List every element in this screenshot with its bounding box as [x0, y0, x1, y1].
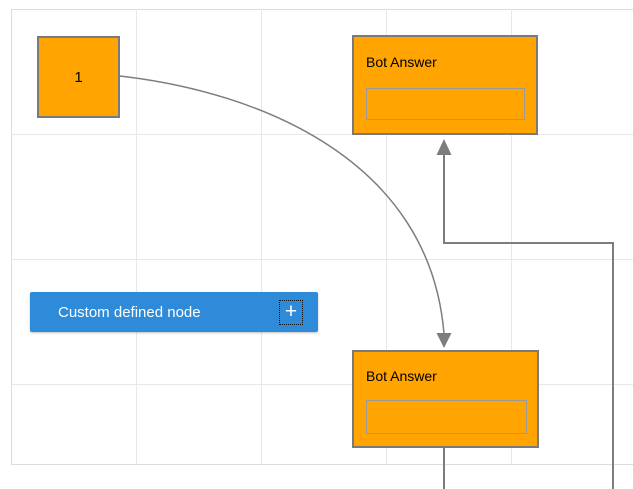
plus-glyph: +: [284, 299, 298, 323]
arrow-down-icon: [436, 333, 452, 348]
bot-answer-title: Bot Answer: [366, 368, 437, 384]
bot-answer-title: Bot Answer: [366, 54, 437, 70]
curve-connector[interactable]: [119, 75, 445, 335]
start-node[interactable]: 1: [37, 36, 120, 118]
bot-answer-field[interactable]: [366, 88, 525, 120]
start-node-label: 1: [74, 68, 83, 86]
bot-answer-node-top[interactable]: Bot Answer: [352, 35, 538, 135]
add-icon[interactable]: +: [279, 299, 303, 325]
arrow-up-icon: [436, 139, 452, 155]
custom-defined-node-button[interactable]: Custom defined node +: [30, 292, 318, 332]
custom-node-label: Custom defined node: [58, 303, 201, 321]
bot-answer-node-bottom[interactable]: Bot Answer: [352, 350, 539, 448]
bot-answer-field[interactable]: [366, 400, 527, 434]
orthogonal-connector[interactable]: [443, 154, 614, 489]
